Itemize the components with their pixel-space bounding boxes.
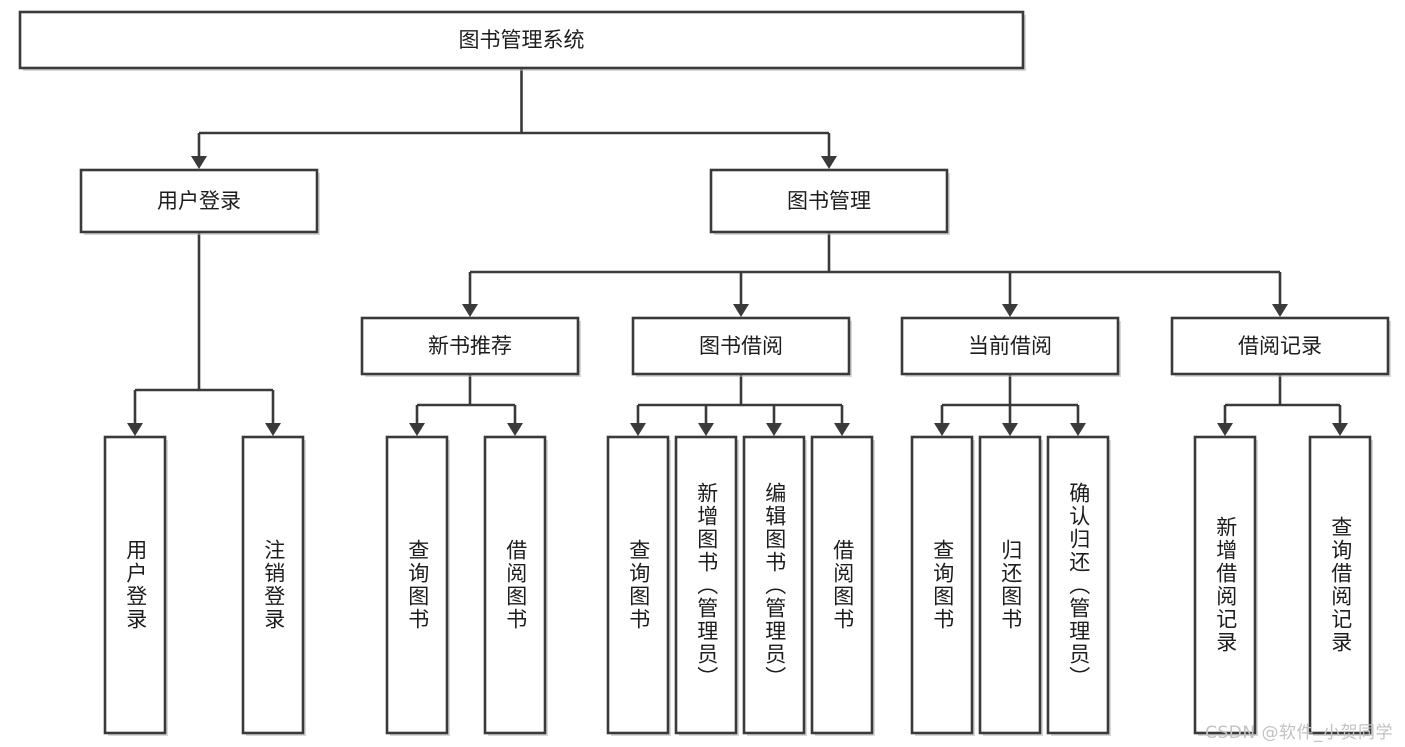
arrow-head-icon	[191, 156, 207, 169]
arrow-head-icon	[698, 423, 714, 436]
arrow-head-icon	[1070, 423, 1086, 436]
arrow-head-icon	[1002, 304, 1018, 317]
node-label-current-borrow: 当前借阅	[968, 334, 1052, 358]
node-box-leaf-query-borrow-record[interactable]	[1308, 435, 1372, 735]
node-box-leaf-return-book[interactable]	[978, 435, 1042, 735]
arrow-head-icon	[462, 304, 478, 317]
csdn-watermark: CSDN @软件_小贺同学	[1205, 723, 1393, 743]
arrow-head-icon	[409, 423, 425, 436]
arrow-head-icon	[834, 423, 850, 436]
node-box-leaf-query-book-recommend[interactable]	[385, 435, 449, 735]
arrow-head-icon	[1272, 304, 1288, 317]
node-box-new-book-recommend[interactable]	[360, 316, 580, 376]
arrow-head-icon	[127, 423, 143, 436]
node-box-leaf-borrow-book-recommend[interactable]	[483, 435, 547, 735]
node-box-leaf-add-borrow-record[interactable]	[1193, 435, 1257, 735]
node-label-book-management: 图书管理	[787, 189, 871, 213]
node-box-leaf-add-book-admin[interactable]	[674, 435, 738, 735]
arrow-head-icon	[1217, 423, 1233, 436]
node-box-leaf-user-login[interactable]	[103, 435, 167, 735]
node-box-book-management[interactable]	[709, 168, 949, 234]
node-box-leaf-query-book-borrow[interactable]	[606, 435, 670, 735]
arrow-head-icon	[265, 423, 281, 436]
arrow-head-icon	[1332, 423, 1348, 436]
arrow-head-icon	[766, 423, 782, 436]
node-box-user-login[interactable]	[79, 168, 319, 234]
node-label-book-borrow: 图书借阅	[699, 334, 783, 358]
node-box-leaf-query-book-current[interactable]	[910, 435, 974, 735]
arrow-head-icon	[507, 423, 523, 436]
node-label-borrow-record: 借阅记录	[1238, 334, 1322, 358]
connector-layer	[127, 68, 1348, 436]
arrow-head-icon	[821, 156, 837, 169]
node-box-book-borrow[interactable]	[631, 316, 851, 376]
arrow-head-icon	[1002, 423, 1018, 436]
arrow-head-icon	[733, 304, 749, 317]
node-label-new-book-recommend: 新书推荐	[428, 334, 512, 358]
node-box-root[interactable]	[18, 10, 1025, 70]
node-box-leaf-logout[interactable]	[241, 435, 305, 735]
node-box-leaf-confirm-return-admin[interactable]	[1046, 435, 1110, 735]
node-box-leaf-edit-book-admin[interactable]	[742, 435, 806, 735]
node-label-user-login: 用户登录	[157, 189, 241, 213]
arrow-head-icon	[630, 423, 646, 436]
node-box-current-borrow[interactable]	[900, 316, 1120, 376]
node-label-root: 图书管理系统	[459, 28, 585, 52]
node-box-borrow-record[interactable]	[1170, 316, 1390, 376]
node-box-leaf-borrow-book[interactable]	[810, 435, 874, 735]
arrow-head-icon	[934, 423, 950, 436]
node-box-layer	[18, 10, 1391, 736]
